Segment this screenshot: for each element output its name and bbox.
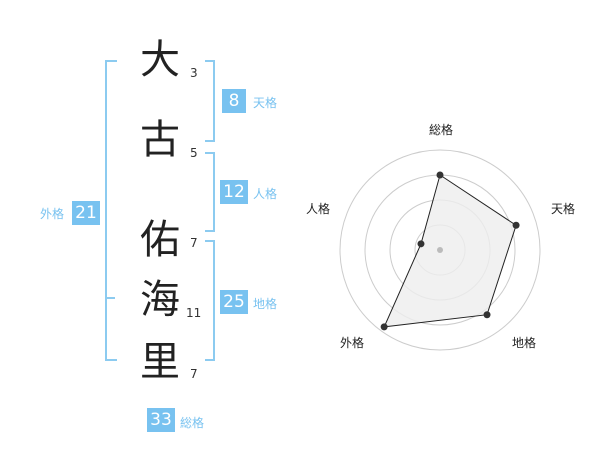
gaikaku-divider bbox=[105, 297, 115, 299]
radar-label-jinkaku: 人格 bbox=[306, 202, 331, 216]
name-char-5: 里 bbox=[140, 339, 180, 385]
gaikaku-bracket bbox=[105, 60, 117, 361]
name-char-3: 佑 bbox=[140, 217, 180, 263]
name-char-2: 古 bbox=[140, 117, 180, 163]
stroke-count-3: 7 bbox=[190, 236, 198, 250]
radar-point-chikaku bbox=[483, 311, 491, 319]
jinkaku-label: 人格 bbox=[253, 187, 278, 201]
stroke-count-2: 5 bbox=[190, 146, 198, 160]
name-char-1: 大 bbox=[140, 37, 180, 83]
chikaku-bracket bbox=[205, 240, 215, 361]
radar-label-chikaku: 地格 bbox=[512, 336, 537, 350]
soukaku-label: 総格 bbox=[180, 416, 205, 430]
jinkaku-value-badge: 12 bbox=[220, 180, 248, 204]
radar-point-soukaku bbox=[436, 171, 444, 179]
name-char-4: 海 bbox=[140, 277, 180, 323]
radar-score-polygon bbox=[383, 174, 517, 328]
stroke-count-5: 7 bbox=[190, 367, 198, 381]
gaikaku-value-badge: 21 bbox=[72, 201, 100, 225]
chikaku-label: 地格 bbox=[253, 297, 278, 311]
gaikaku-label: 外格 bbox=[40, 207, 65, 221]
radar-label-gaikaku: 外格 bbox=[340, 336, 365, 350]
stroke-count-4: 11 bbox=[186, 306, 202, 320]
radar-label-soukaku: 総格 bbox=[429, 123, 454, 137]
radar-point-jinkaku bbox=[417, 240, 425, 248]
soukaku-value-badge: 33 bbox=[147, 408, 175, 432]
jinkaku-bracket bbox=[205, 152, 215, 232]
radar-center-point bbox=[437, 247, 443, 253]
tenkaku-value-badge: 8 bbox=[222, 89, 246, 113]
radar-ring bbox=[339, 149, 541, 351]
radar-point-tenkaku bbox=[512, 221, 520, 229]
radar-label-tenkaku: 天格 bbox=[551, 202, 576, 216]
radar-point-gaikaku bbox=[380, 323, 388, 331]
chikaku-value-badge: 25 bbox=[220, 290, 248, 314]
stroke-count-1: 3 bbox=[190, 66, 198, 80]
tenkaku-bracket bbox=[205, 60, 215, 142]
tenkaku-label: 天格 bbox=[253, 96, 278, 110]
